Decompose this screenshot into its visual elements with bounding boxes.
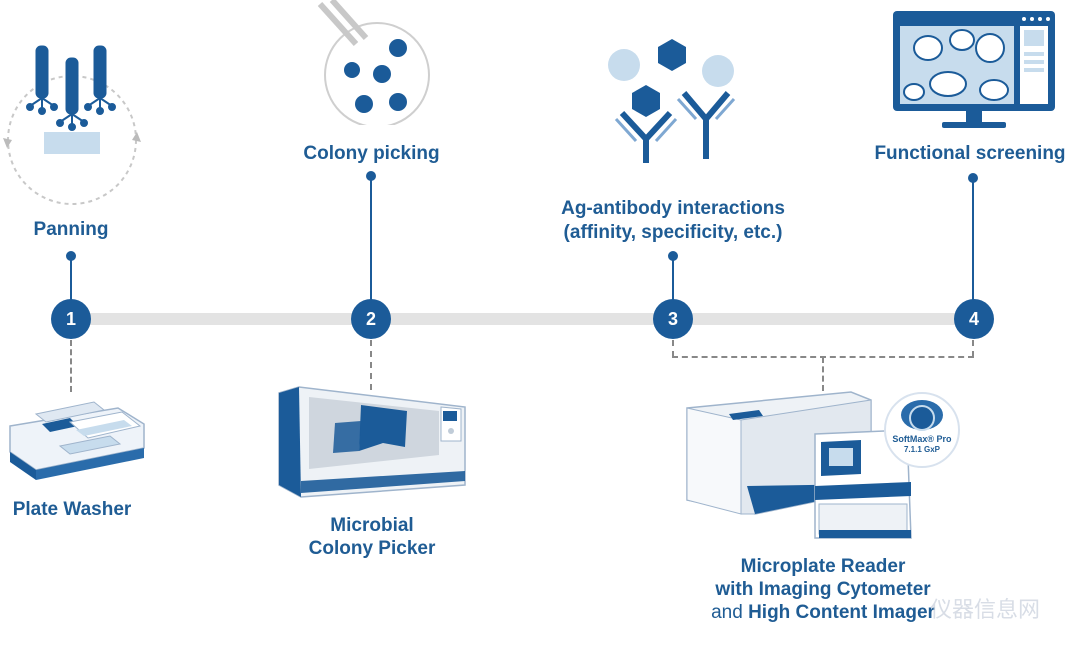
stage-label-panning: Panning (33, 219, 109, 240)
stage-label-ag-antibody-line1: Ag-antibody interactions (561, 198, 785, 219)
colony-picker-image (278, 386, 466, 498)
dashed-link-2 (370, 340, 372, 390)
stage-label-ag-antibody: Ag-antibody interactions (affinity, spec… (538, 197, 808, 245)
connector-line-1 (70, 256, 72, 301)
instrument-label-reader-line3: and High Content Imager (688, 601, 958, 624)
connector-line-2 (370, 176, 372, 301)
stage-label-colony-picking: Colony picking (303, 143, 440, 164)
instrument-label-colony-picker: Microbial Colony Picker (282, 514, 462, 560)
stage-label-functional-screening: Functional screening (874, 143, 1066, 164)
step-3-circle: 3 (653, 299, 693, 339)
step-4-circle: 4 (954, 299, 994, 339)
petri-dish-icon (317, 0, 430, 125)
antibody-icon (608, 39, 736, 163)
instrument-label-reader-line2: with Imaging Cytometer (715, 579, 931, 600)
dashed-link-3 (672, 340, 674, 357)
instrument-label-reader-line1: Microplate Reader (740, 556, 906, 577)
instrument-label-microplate-reader: Microplate Reader with Imaging Cytometer… (688, 555, 958, 624)
step-2-circle: 2 (351, 299, 391, 339)
connector-line-3 (672, 256, 674, 301)
stage-label-ag-antibody-line2: (affinity, specificity, etc.) (563, 222, 783, 243)
reader-line3-prefix: and (711, 602, 749, 623)
softmax-pro-badge: SoftMax® Pro 7.1.1 GxP (884, 392, 960, 468)
monitor-icon (893, 11, 1055, 128)
instrument-label-colony-picker-line1: Microbial (330, 515, 414, 536)
timeline-bar (70, 313, 975, 325)
step-1-circle: 1 (51, 299, 91, 339)
connector-line-4 (972, 178, 974, 301)
dashed-link-3-4 (822, 357, 824, 391)
watermark-text: 仪器信息网 (930, 597, 1041, 622)
dashed-link-4 (972, 340, 974, 357)
plate-washer-image (9, 401, 145, 480)
instrument-label-plate-washer: Plate Washer (12, 499, 132, 520)
panning-icon (3, 45, 141, 205)
instrument-label-colony-picker-line2: Colony Picker (308, 538, 436, 559)
softmax-logo-icon (901, 400, 943, 431)
dashed-link-1 (70, 340, 72, 392)
microplate-reader-image (686, 391, 912, 539)
softmax-line1: SoftMax® Pro (892, 434, 952, 444)
reader-line3-bold: High Content Imager (748, 602, 935, 623)
softmax-line2: 7.1.1 GxP (903, 445, 941, 454)
